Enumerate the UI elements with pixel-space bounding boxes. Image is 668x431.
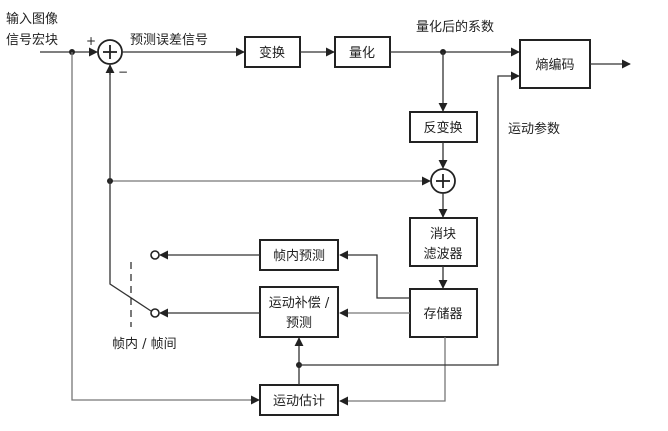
motion-compensation-block: [259, 286, 339, 338]
intra-inter-switch-arm: [109, 65, 152, 312]
motion-comp-label-line2: 预测: [286, 316, 312, 331]
inverse-transform-label: 反变换: [423, 120, 462, 136]
motion-comp-label-line1: 运动补偿 /: [269, 296, 330, 311]
transform-block: [244, 36, 301, 68]
deblocking-filter-block: [409, 217, 478, 267]
minus-sign-label: −: [118, 65, 128, 79]
plus-sign-label: +: [86, 34, 96, 48]
intra-prediction-label: 帧内预测: [273, 248, 325, 264]
memory-to-motion-estimation-line: [339, 337, 446, 406]
switch-terminal-intra: [150, 250, 160, 260]
motion-estimation-block: [259, 384, 339, 416]
input-to-motion-estimation-line: [71, 52, 258, 401]
deblocking-label-line1: 消块: [430, 227, 456, 242]
memory-block: [409, 288, 478, 338]
motion-params-to-entropy-line: [299, 71, 520, 366]
memory-label: 存储器: [423, 307, 462, 322]
input-label-line2: 信号宏块: [6, 33, 58, 48]
quantize-block: [334, 36, 391, 68]
motion-estimation-label: 运动估计: [273, 394, 325, 409]
intra-inter-switch-label: 帧内 / 帧间: [112, 336, 177, 352]
motion-params-label: 运动参数: [508, 121, 560, 137]
quantize-label: 量化: [349, 46, 375, 61]
switch-terminal-inter: [150, 308, 160, 318]
deblocking-label-line2: 滤波器: [423, 247, 462, 262]
quantized-coeffs-label: 量化后的系数: [416, 19, 494, 35]
input-label-line1: 输入图像: [6, 11, 58, 27]
entropy-coding-label: 熵编码: [535, 57, 574, 73]
sum-junction-reconstruction: [430, 168, 456, 194]
intra-prediction-block: [259, 239, 339, 271]
transform-label: 变换: [259, 45, 285, 61]
sum-junction-main: [97, 39, 123, 65]
memory-to-intra-prediction-line: [339, 250, 410, 299]
entropy-coding-block: [519, 39, 591, 89]
prediction-error-label: 预测误差信号: [130, 33, 208, 48]
